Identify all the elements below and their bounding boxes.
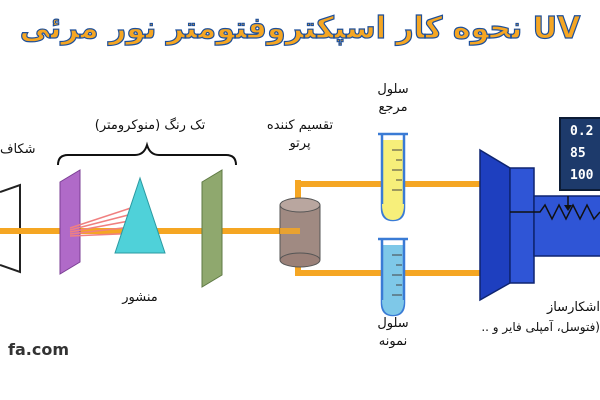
exit-slit-plate xyxy=(201,169,223,288)
prism-label: منشور xyxy=(122,290,158,305)
diagram-title: نحوه کار اسپکتروفتومتر نور مرئی UV xyxy=(19,10,581,46)
display-line-2: 85 xyxy=(570,146,586,161)
probe-arrow-head xyxy=(564,205,572,211)
display-screen xyxy=(559,117,600,191)
display-line-3: 100 xyxy=(570,168,594,183)
sample-cell-label-line2: نمونه xyxy=(378,334,408,349)
detector xyxy=(479,148,600,302)
sample-cell-label-line1: سلول xyxy=(377,316,409,331)
prism xyxy=(114,176,166,254)
resistor-wire xyxy=(510,203,600,221)
detector-label-line2: (فتوسل، آمپلی فایر و ...) xyxy=(480,320,600,334)
display-line-1: 0.2 xyxy=(570,124,594,139)
slit-plate xyxy=(59,169,81,275)
reference-cell xyxy=(378,132,408,222)
monochromator-brace xyxy=(57,141,237,166)
reference-cell-label-line2: مرجع xyxy=(378,100,408,115)
beam-splitter xyxy=(279,197,321,268)
watermark: fa.com xyxy=(8,340,69,359)
slit-label: شکاف xyxy=(0,142,36,157)
beam-splitter-label-line1: تقسیم کننده xyxy=(266,118,334,133)
reference-cell-label-line1: سلول xyxy=(377,82,409,97)
monochromator-label: تک رنگ (منوکرومتر) xyxy=(94,118,206,133)
splitter-through-beam xyxy=(280,228,300,234)
sample-cell xyxy=(378,237,408,317)
detector-label-line1: آشکارساز xyxy=(546,300,600,315)
beam-splitter-label-line2: پرتو xyxy=(289,136,311,151)
